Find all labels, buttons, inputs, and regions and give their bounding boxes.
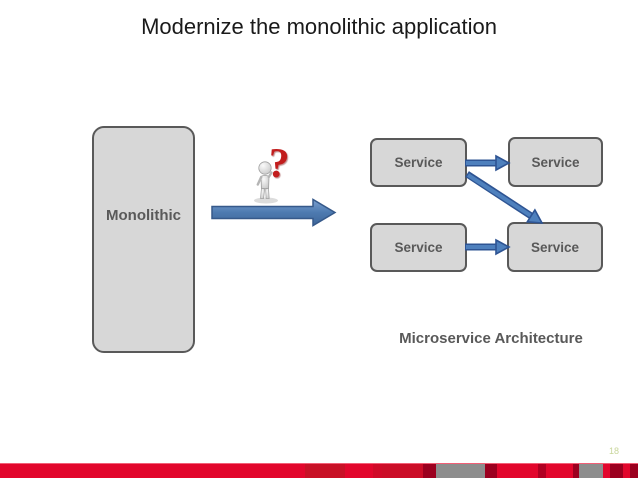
service-box-bottom-left: Service — [370, 223, 467, 272]
bar-segment — [538, 464, 546, 478]
bar-segment — [345, 464, 373, 478]
bar-segment — [610, 464, 623, 478]
bar-segment — [423, 464, 436, 478]
bar-segment — [485, 464, 497, 478]
service-label: Service — [530, 239, 580, 255]
bottom-bar — [0, 463, 638, 478]
service-label: Service — [394, 240, 443, 255]
thinking-person-icon — [254, 161, 278, 204]
bar-segment — [546, 464, 573, 478]
bar-segment — [305, 464, 345, 478]
bar-segment — [630, 464, 638, 478]
bar-segment — [603, 464, 610, 478]
page-number: 18 — [608, 446, 619, 456]
service-label: Service — [531, 154, 580, 170]
arrow-bottom-horizontal — [465, 238, 511, 256]
service-label: Service — [394, 155, 443, 170]
bar-segment — [382, 464, 423, 478]
bar-segment — [579, 464, 603, 478]
arrow-top-horizontal — [465, 154, 511, 172]
bar-segment — [373, 464, 382, 478]
service-box-top-right: Service — [508, 137, 603, 187]
bar-segment — [623, 464, 630, 478]
page-title: Modernize the monolithic application — [141, 14, 497, 39]
microservice-caption: Microservice Architecture — [399, 330, 583, 347]
monolith-box: Monolithic — [92, 126, 195, 353]
bar-segment — [573, 464, 579, 478]
service-box-top-left: Service — [370, 138, 467, 187]
bar-segment — [436, 464, 485, 478]
bar-segment — [497, 464, 538, 478]
question-mark: ? — [266, 140, 291, 188]
monolith-label: Monolithic — [106, 207, 181, 224]
service-box-bottom-right: Service — [507, 222, 603, 272]
right-block-arrow-icon — [211, 198, 337, 227]
